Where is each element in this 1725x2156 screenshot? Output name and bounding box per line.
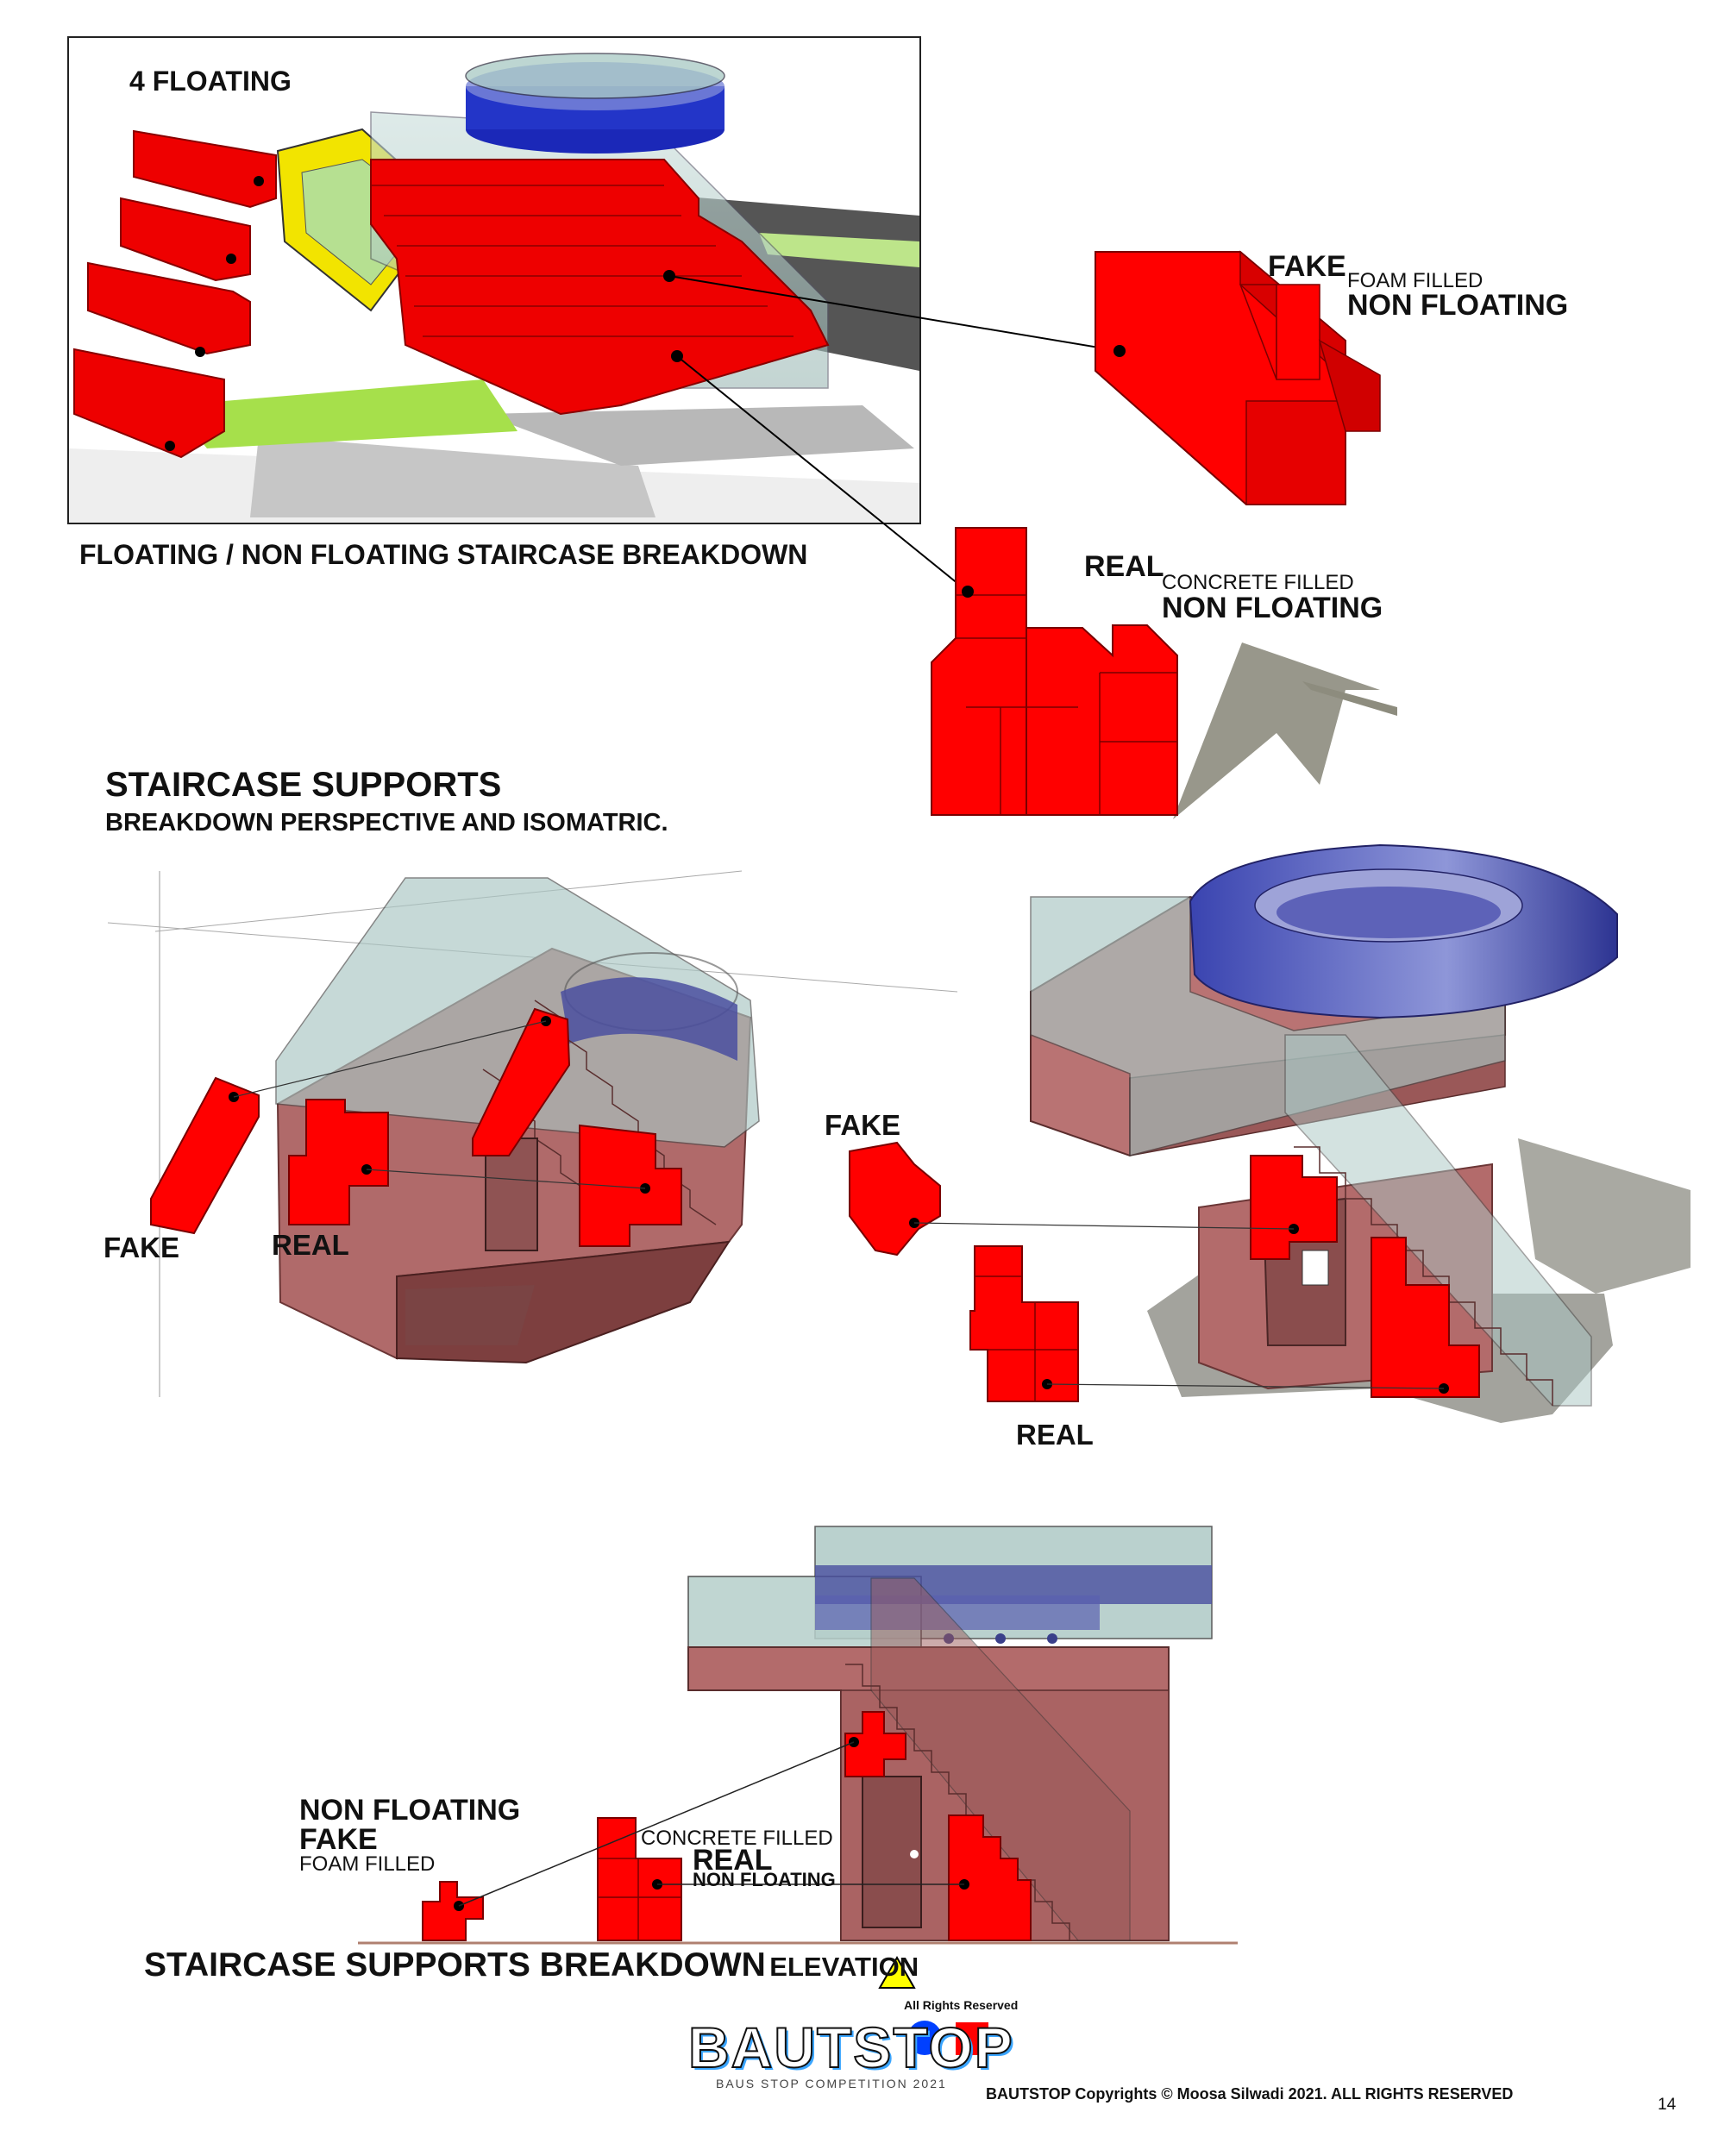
all-rights-small: All Rights Reserved [904, 1998, 1019, 2012]
bautstop-logo [878, 1955, 988, 2055]
fake-support-block [1095, 250, 1381, 505]
elevation-model [358, 1526, 1238, 1945]
elevation-real-state: NON FLOATING [693, 1869, 836, 1890]
elevation-title-suffix: ELEVATION [769, 1952, 919, 1982]
floating-breakdown-caption: FLOATING / NON FLOATING STAIRCASE BREAKD… [79, 539, 808, 570]
page-number: 14 [1658, 2096, 1677, 2114]
logo-subtitle: BAUS STOP COMPETITION 2021 [716, 2077, 947, 2090]
real-subtitle: CONCRETE FILLED [1162, 571, 1354, 594]
isometric-real-label: REAL [1016, 1419, 1094, 1451]
isometric-fake-label: FAKE [825, 1109, 901, 1141]
copyright-notice: BAUTSTOP Copyrights © Moosa Silwadi 2021… [986, 2085, 1514, 2103]
staircase-supports-subtitle: BREAKDOWN PERSPECTIVE AND ISOMATRIC. [105, 809, 668, 837]
elevation-title-bold: STAIRCASE SUPPORTS BREAKDOWN [144, 1946, 766, 1984]
fake-title: FAKE [1268, 250, 1346, 283]
elevation-real-label: REAL [693, 1844, 773, 1877]
isometric-model [849, 843, 1690, 1423]
perspective-real-label: REAL [272, 1229, 349, 1261]
perspective-model [107, 870, 958, 1397]
elevation-title: STAIRCASE SUPPORTS BREAKDOWN ELEVATION [144, 1946, 919, 1984]
real-state: NON FLOATING [1162, 592, 1383, 624]
floating-count-label: 4 FLOATING [129, 66, 292, 97]
real-support-block [931, 527, 1397, 819]
logo-wordmark: BAUTSTOP [687, 2015, 1014, 2080]
fake-subtitle: FOAM FILLED [1347, 269, 1484, 292]
elevation-nonfloating-label: NON FLOATING [299, 1794, 521, 1827]
real-title: REAL [1084, 550, 1164, 583]
elevation-foam-label: FOAM FILLED [299, 1852, 436, 1876]
fake-state: NON FLOATING [1347, 289, 1569, 322]
elevation-fake-label: FAKE [299, 1823, 378, 1856]
staircase-supports-title: STAIRCASE SUPPORTS [105, 766, 502, 804]
elevation-concrete-label: CONCRETE FILLED [641, 1827, 833, 1850]
floating-breakdown-frame [67, 36, 921, 524]
perspective-fake-label: FAKE [104, 1232, 180, 1263]
floating-staircase-perspective [69, 53, 1120, 592]
